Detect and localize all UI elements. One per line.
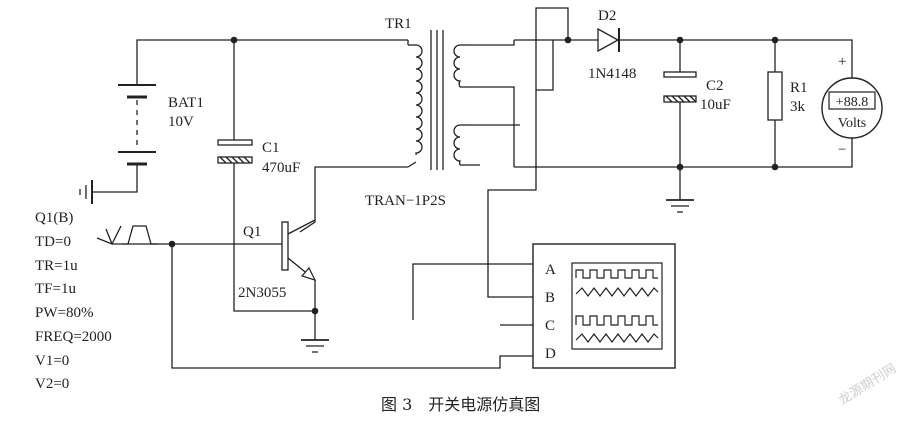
transistor-q1-symbol — [281, 219, 317, 281]
scope-channel-b: B — [545, 290, 555, 306]
c1-value: 470uF — [262, 160, 300, 176]
emitter-ground-icon — [301, 339, 329, 353]
battery-value: 10V — [168, 114, 194, 130]
watermark: 龙源期刊网 — [836, 361, 899, 408]
voltmeter-minus: − — [838, 142, 846, 158]
capacitor-c1-symbol — [217, 139, 253, 164]
resistor-r1-symbol — [767, 71, 783, 121]
r1-name: R1 — [790, 80, 808, 96]
c2-value: 10uF — [700, 97, 731, 113]
figure-caption: 图 3 开关电源仿真图 — [381, 395, 540, 414]
voltmeter-symbol — [821, 77, 883, 139]
pulse-param-1: TD=0 — [35, 234, 71, 250]
voltmeter-reading: +88.8 — [836, 95, 868, 110]
pulse-param-0: Q1(B) — [35, 210, 73, 226]
d2-part: 1N4148 — [588, 66, 636, 82]
scope-channel-c: C — [545, 318, 555, 334]
battery-name: BAT1 — [168, 95, 204, 111]
voltmeter-plus: + — [838, 54, 846, 70]
oscilloscope-symbol — [532, 243, 676, 369]
diode-d2-symbol — [597, 27, 626, 53]
transformer-name: TR1 — [385, 16, 412, 32]
voltmeter-unit: Volts — [838, 116, 867, 131]
pulse-source-symbol — [96, 225, 158, 246]
battery-ground-icon — [79, 180, 93, 204]
c1-name: C1 — [262, 140, 280, 156]
transformer-part: TRAN−1P2S — [365, 193, 446, 209]
wires — [92, 7, 853, 369]
capacitor-c2-symbol — [663, 71, 697, 103]
r1-value: 3k — [790, 99, 806, 115]
q1-name: Q1 — [243, 224, 261, 240]
pulse-param-5: FREQ=2000 — [35, 329, 112, 345]
transformer-symbol — [407, 30, 468, 170]
output-ground-icon — [666, 199, 694, 213]
pulse-param-3: TF=1u — [35, 281, 76, 297]
pulse-param-7: V2=0 — [35, 376, 69, 392]
c2-name: C2 — [706, 78, 724, 94]
pulse-param-2: TR=1u — [35, 258, 78, 274]
pulse-param-6: V1=0 — [35, 353, 69, 369]
q1-part: 2N3055 — [238, 285, 286, 301]
junction-dots — [168, 36, 779, 315]
pulse-param-4: PW=80% — [35, 305, 93, 321]
battery-symbol — [118, 84, 156, 166]
scope-channel-d: D — [545, 346, 556, 362]
d2-name: D2 — [598, 8, 616, 24]
scope-channel-a: A — [545, 262, 556, 278]
